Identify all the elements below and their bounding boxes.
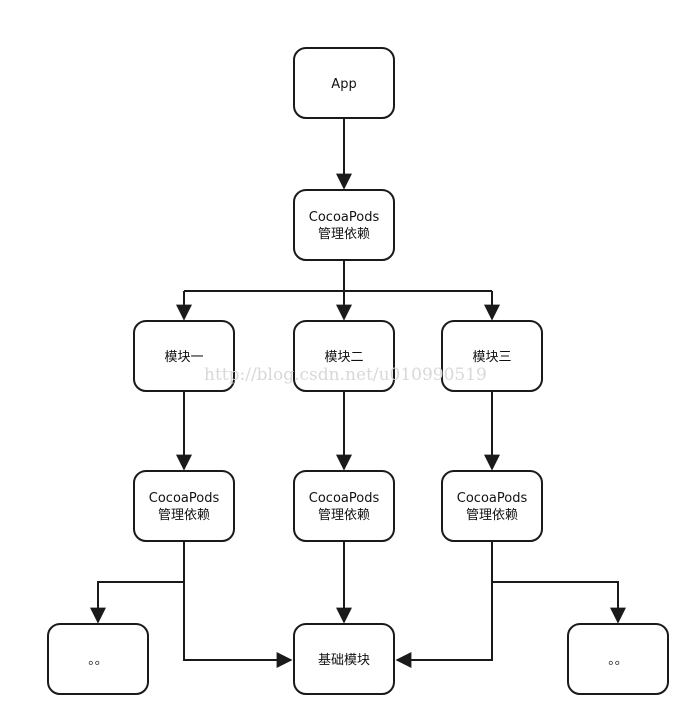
node-app-label: App [331, 77, 356, 92]
node-module-3-label: 模块三 [472, 350, 511, 365]
edge-cocoapods-1-to-base [183, 582, 293, 668]
node-boxes [47, 47, 669, 695]
node-cocoapods-top-box [293, 189, 395, 261]
edge-cocoapods-3-to-ellipsis-right [492, 581, 626, 624]
connectors [90, 118, 626, 668]
node-module-1-label: 模块一 [164, 350, 203, 365]
node-app-box [293, 47, 395, 119]
node-module-2-label: 模块二 [324, 350, 363, 365]
node-ellipsis-right-box [567, 623, 669, 695]
node-cocoapods-top-label-1: CocoaPods [309, 210, 380, 225]
node-labels: App CocoaPods 管理依赖 模块一 模块二 模块三 CocoaPods… [88, 77, 628, 668]
edge-cocoapods-1-to-ellipsis-left [90, 541, 185, 624]
node-ellipsis-right-label: 。。 [608, 653, 628, 668]
node-ellipsis-left-box [47, 623, 149, 695]
node-cocoapods-3-label-1: CocoaPods [457, 491, 528, 506]
node-cocoapods-1-box [133, 470, 235, 542]
watermark-text: http://blog.csdn.net/u010990519 [204, 365, 487, 385]
node-cocoapods-1-label-1: CocoaPods [149, 491, 220, 506]
node-module-3-box [441, 320, 543, 392]
node-base-module-label: 基础模块 [318, 653, 370, 668]
node-cocoapods-3-label-2: 管理依赖 [466, 508, 518, 523]
node-cocoapods-top-label-2: 管理依赖 [318, 227, 370, 242]
edge-cocoapods-3-to-base [395, 541, 493, 668]
node-cocoapods-2-box [293, 470, 395, 542]
node-cocoapods-3-box [441, 470, 543, 542]
node-cocoapods-1-label-2: 管理依赖 [158, 508, 210, 523]
node-module-2-box [293, 320, 395, 392]
node-cocoapods-2-label-1: CocoaPods [309, 491, 380, 506]
node-base-module-box [293, 623, 395, 695]
node-ellipsis-left-label: 。。 [88, 653, 108, 668]
node-cocoapods-2-label-2: 管理依赖 [318, 508, 370, 523]
node-module-1-box [133, 320, 235, 392]
